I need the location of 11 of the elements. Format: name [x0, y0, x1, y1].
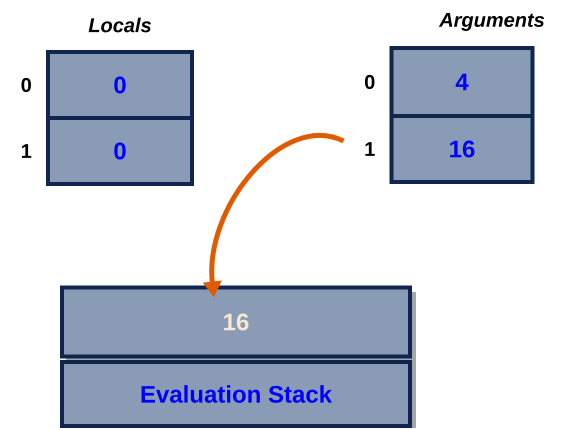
stack-label-band: Evaluation Stack	[60, 360, 412, 428]
local-cell: 0	[46, 50, 194, 120]
stack-cell: 16	[60, 286, 412, 358]
heading: Locals	[88, 18, 151, 32]
local-cell: 0	[46, 116, 194, 186]
index-number: 0	[364, 74, 374, 90]
index-number: 0	[21, 78, 31, 92]
argument-cell: 16	[390, 114, 534, 184]
index-number: 1	[365, 142, 375, 156]
index-number: 1	[22, 144, 32, 158]
argument-cell: 4	[390, 46, 534, 118]
